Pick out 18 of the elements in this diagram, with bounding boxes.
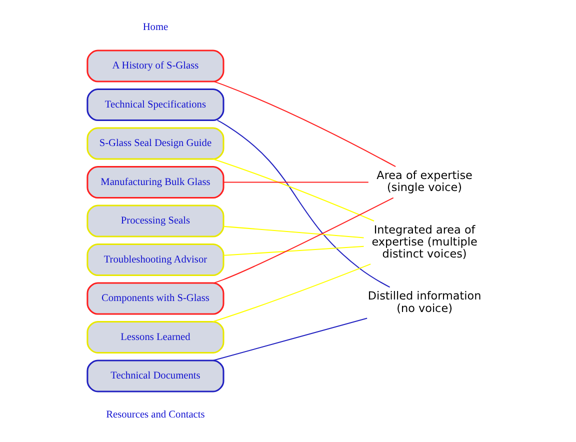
connector bbox=[216, 120, 390, 288]
label: Resources and Contacts bbox=[106, 409, 204, 420]
connector bbox=[223, 226, 364, 238]
node-text: Distilled information (no voice) bbox=[367, 290, 481, 315]
node-box: Components with S-Glass bbox=[86, 282, 224, 315]
connector bbox=[223, 246, 364, 256]
node-text: Integrated area of expertise (multiple distinct voices) bbox=[371, 223, 477, 261]
label: Home bbox=[142, 22, 168, 33]
node-box: Lessons Learned bbox=[86, 320, 224, 354]
node-box: Technical Documents bbox=[86, 360, 224, 392]
node-box: Troubleshooting Advisor bbox=[86, 243, 224, 276]
node-box: Technical Specifications bbox=[86, 88, 224, 122]
node-box: Processing Seals bbox=[86, 204, 224, 238]
node-box: S-Glass Seal Design Guide bbox=[86, 127, 224, 160]
connector bbox=[223, 182, 368, 183]
node-box: Manufacturing Bulk Glass bbox=[86, 166, 224, 199]
node-text: Area of expertise (single voice) bbox=[376, 169, 472, 194]
node-box: A History of S-Glass bbox=[86, 50, 224, 82]
